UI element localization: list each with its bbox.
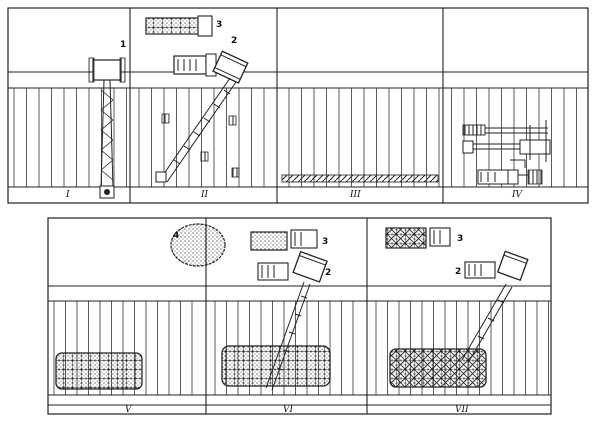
- panel-4-trucks: [462, 120, 551, 185]
- stage-label-2: II: [200, 190, 209, 200]
- panel-7-machines: [385, 227, 529, 388]
- top-strip: [7, 7, 589, 204]
- callout-3-panel-6: 3: [322, 237, 328, 247]
- panel-5-grid-block: [55, 352, 143, 390]
- callout-2-panel-7: 2: [455, 267, 461, 277]
- callout-2-panel-2: 2: [231, 36, 237, 46]
- callout-2-panel-6: 2: [325, 268, 331, 278]
- stage-label-1: I: [65, 190, 70, 200]
- panel-1-machine: [88, 57, 126, 199]
- soil-pile-4: [170, 223, 226, 267]
- top-line-field: [13, 88, 577, 187]
- callout-1: 1: [120, 40, 126, 50]
- panel-7-crosshatch-block: [389, 348, 487, 388]
- stage-label-5: V: [125, 405, 133, 415]
- stage-label-7: VII: [455, 405, 469, 415]
- callout-3-panel-2: 3: [216, 20, 222, 30]
- stage-label-3: III: [349, 190, 361, 200]
- panel-2-machines: [145, 15, 249, 183]
- panel-3-hatched-band: [281, 174, 439, 183]
- panel-6-machines: [221, 229, 331, 391]
- stage-label-6: VI: [283, 405, 293, 415]
- panel-5-elements: [55, 223, 226, 390]
- callout-4: 4: [173, 231, 179, 241]
- callout-3-panel-7: 3: [457, 234, 463, 244]
- stage-label-4: IV: [511, 190, 524, 200]
- panel-6-grid-block: [221, 345, 331, 387]
